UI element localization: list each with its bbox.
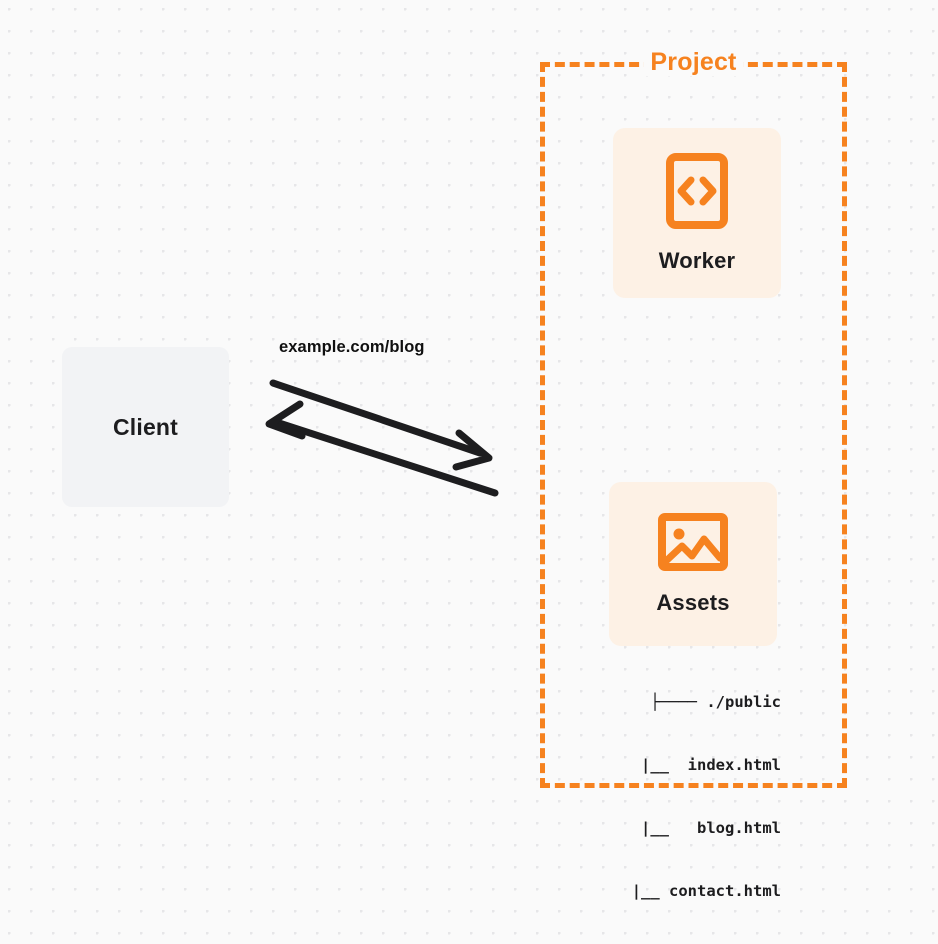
assets-file-tree: ├──── ./public |__ index.html |__ blog.h… <box>520 650 781 944</box>
image-picture-icon <box>658 512 728 576</box>
project-title-text: Project <box>644 48 743 76</box>
connection-label: example.com/blog <box>279 338 425 356</box>
node-worker[interactable]: Worker <box>613 128 781 298</box>
node-assets-label: Assets <box>656 589 730 615</box>
file-tree-line: ├──── ./public <box>650 693 781 711</box>
arrow-right-icon <box>269 379 493 471</box>
file-tree-line: |__ index.html <box>594 756 781 774</box>
arrow-left-icon <box>265 400 499 497</box>
project-title: Project <box>540 47 847 77</box>
node-client[interactable]: Client <box>62 347 229 507</box>
code-brackets-icon <box>666 152 728 234</box>
node-worker-label: Worker <box>658 247 736 273</box>
node-assets[interactable]: Assets <box>609 482 777 646</box>
file-tree-line: |__ contact.html <box>585 882 781 900</box>
file-tree-line: |__ blog.html <box>594 819 781 837</box>
diagram-canvas: Client example.com/blog Project Worker <box>62 47 847 900</box>
node-client-label: Client <box>112 413 179 440</box>
